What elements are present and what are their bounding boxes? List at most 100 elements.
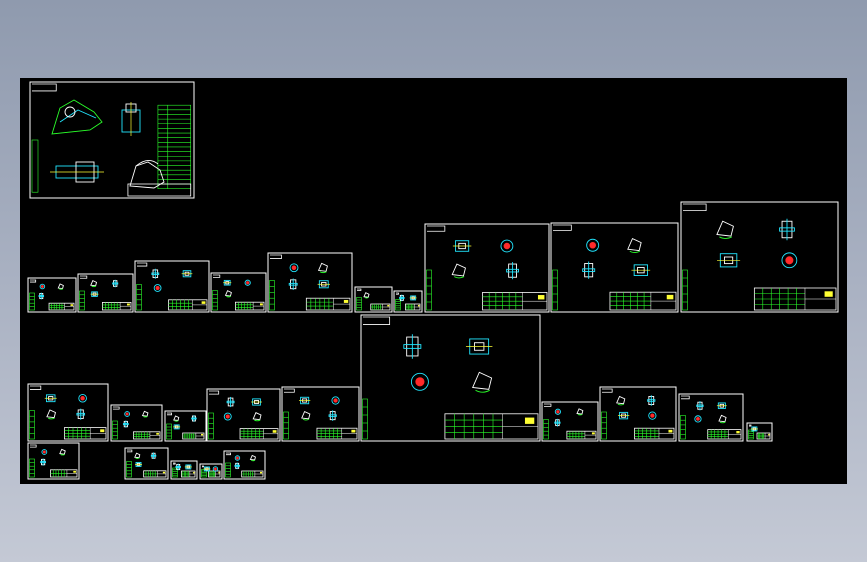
- part-drawing[interactable]: [399, 294, 405, 302]
- part-drawing[interactable]: [328, 410, 337, 421]
- part-drawing[interactable]: [500, 239, 514, 253]
- drawing-sheet-sheet-row3-a[interactable]: [27, 442, 80, 480]
- part-drawing[interactable]: [40, 458, 46, 466]
- part-drawing[interactable]: [78, 393, 87, 403]
- part-drawing[interactable]: [289, 263, 299, 273]
- part-drawing[interactable]: [403, 334, 422, 359]
- drawing-sheet-sheet-large[interactable]: [360, 314, 541, 442]
- part-drawing[interactable]: [224, 290, 232, 298]
- part-drawing[interactable]: [135, 461, 143, 467]
- drawing-sheet-sheet-row3-c[interactable]: [170, 460, 198, 480]
- part-drawing[interactable]: [173, 424, 181, 430]
- part-drawing[interactable]: [141, 410, 149, 418]
- part-drawing[interactable]: [716, 402, 727, 410]
- part-drawing[interactable]: [694, 415, 702, 423]
- part-drawing[interactable]: [781, 252, 798, 269]
- part-drawing[interactable]: [647, 395, 656, 406]
- drawing-sheet-sheet-row1-f[interactable]: [354, 286, 393, 313]
- drawing-sheet-sheet-row2-f[interactable]: [541, 401, 599, 442]
- assembly-view-iso[interactable]: [129, 160, 165, 189]
- drawing-sheet-sheet-row1-d[interactable]: [210, 272, 267, 313]
- drawing-sheet-sheet-row2-e[interactable]: [281, 386, 360, 442]
- part-drawing[interactable]: [301, 410, 311, 421]
- part-drawing[interactable]: [718, 414, 727, 424]
- part-drawing[interactable]: [184, 464, 192, 470]
- drawing-sheet-sheet-row1-b[interactable]: [77, 273, 134, 313]
- part-drawing[interactable]: [57, 283, 64, 290]
- part-drawing[interactable]: [298, 396, 311, 405]
- part-drawing[interactable]: [576, 408, 584, 416]
- drawing-sheet-sheet-row1-c[interactable]: [134, 260, 210, 313]
- drawing-sheet-sheet-row1-g[interactable]: [393, 290, 423, 313]
- part-drawing[interactable]: [465, 338, 493, 355]
- part-drawing[interactable]: [181, 270, 193, 278]
- part-drawing[interactable]: [716, 220, 734, 240]
- part-drawing[interactable]: [39, 283, 46, 290]
- part-drawing[interactable]: [554, 408, 561, 415]
- part-drawing[interactable]: [288, 278, 298, 291]
- part-drawing[interactable]: [151, 268, 160, 279]
- part-drawing[interactable]: [251, 398, 262, 406]
- cad-drawing-canvas[interactable]: [20, 78, 847, 484]
- drawing-sheet-sheet-row2-a[interactable]: [27, 383, 109, 442]
- part-drawing[interactable]: [76, 408, 86, 420]
- part-drawing[interactable]: [317, 262, 328, 274]
- part-drawing[interactable]: [317, 280, 330, 289]
- drawing-sheet-sheet-row2-c[interactable]: [164, 410, 207, 442]
- part-drawing[interactable]: [90, 291, 99, 297]
- part-drawing[interactable]: [223, 279, 232, 286]
- part-drawing[interactable]: [41, 449, 48, 455]
- part-drawing[interactable]: [779, 218, 795, 241]
- part-drawing[interactable]: [234, 462, 240, 470]
- part-drawing[interactable]: [363, 292, 370, 299]
- drawing-sheet-sheet-row1-a[interactable]: [27, 277, 77, 313]
- part-drawing[interactable]: [472, 371, 493, 393]
- drawing-sheet-sheet-row2-g[interactable]: [599, 386, 677, 442]
- part-drawing[interactable]: [153, 284, 162, 292]
- cad-drawing-viewport[interactable]: [20, 78, 847, 484]
- part-drawing[interactable]: [46, 409, 56, 420]
- drawing-sheet-sheet-row2-i[interactable]: [746, 422, 773, 442]
- assembly-view-side[interactable]: [51, 99, 103, 135]
- part-drawing[interactable]: [191, 415, 197, 422]
- part-drawing[interactable]: [582, 261, 596, 279]
- part-drawing[interactable]: [244, 279, 251, 286]
- part-drawing[interactable]: [331, 396, 340, 405]
- part-drawing[interactable]: [173, 415, 180, 422]
- drawing-sheet-sheet-row3-d[interactable]: [199, 463, 223, 480]
- drawing-sheet-sheet-row2-b[interactable]: [110, 404, 163, 442]
- drawing-sheet-sheet-row1-i[interactable]: [550, 222, 679, 313]
- part-drawing[interactable]: [175, 463, 181, 471]
- part-drawing[interactable]: [409, 295, 417, 301]
- part-drawing[interactable]: [223, 412, 232, 421]
- part-drawing[interactable]: [586, 238, 600, 252]
- part-drawing[interactable]: [410, 372, 429, 391]
- part-drawing[interactable]: [696, 401, 704, 411]
- drawing-sheet-sheet-row1-j[interactable]: [680, 201, 839, 313]
- part-drawing[interactable]: [648, 411, 657, 420]
- part-drawing[interactable]: [631, 264, 651, 276]
- part-drawing[interactable]: [59, 448, 66, 456]
- part-drawing[interactable]: [451, 263, 466, 279]
- part-drawing[interactable]: [122, 420, 129, 428]
- part-drawing[interactable]: [616, 395, 626, 406]
- drawing-sheet-assembly-sheet[interactable]: [29, 81, 195, 199]
- part-drawing[interactable]: [249, 454, 256, 462]
- part-drawing[interactable]: [506, 262, 519, 280]
- part-drawing[interactable]: [452, 240, 472, 252]
- part-drawing[interactable]: [554, 418, 561, 427]
- assembly-view-front[interactable]: [121, 102, 141, 136]
- part-drawing[interactable]: [226, 396, 235, 408]
- part-drawing[interactable]: [150, 452, 157, 460]
- part-drawing[interactable]: [627, 237, 642, 254]
- drawing-sheet-sheet-row3-e[interactable]: [223, 450, 266, 480]
- drawing-sheet-sheet-row2-h[interactable]: [678, 393, 744, 442]
- part-drawing[interactable]: [617, 411, 630, 420]
- part-drawing[interactable]: [212, 466, 219, 472]
- drawing-sheet-sheet-row1-e[interactable]: [267, 252, 353, 313]
- part-drawing[interactable]: [124, 411, 131, 417]
- drawing-sheet-sheet-row2-d[interactable]: [206, 388, 281, 442]
- assembly-view-top[interactable]: [50, 161, 104, 183]
- part-drawing[interactable]: [252, 412, 262, 422]
- part-drawing[interactable]: [750, 426, 758, 432]
